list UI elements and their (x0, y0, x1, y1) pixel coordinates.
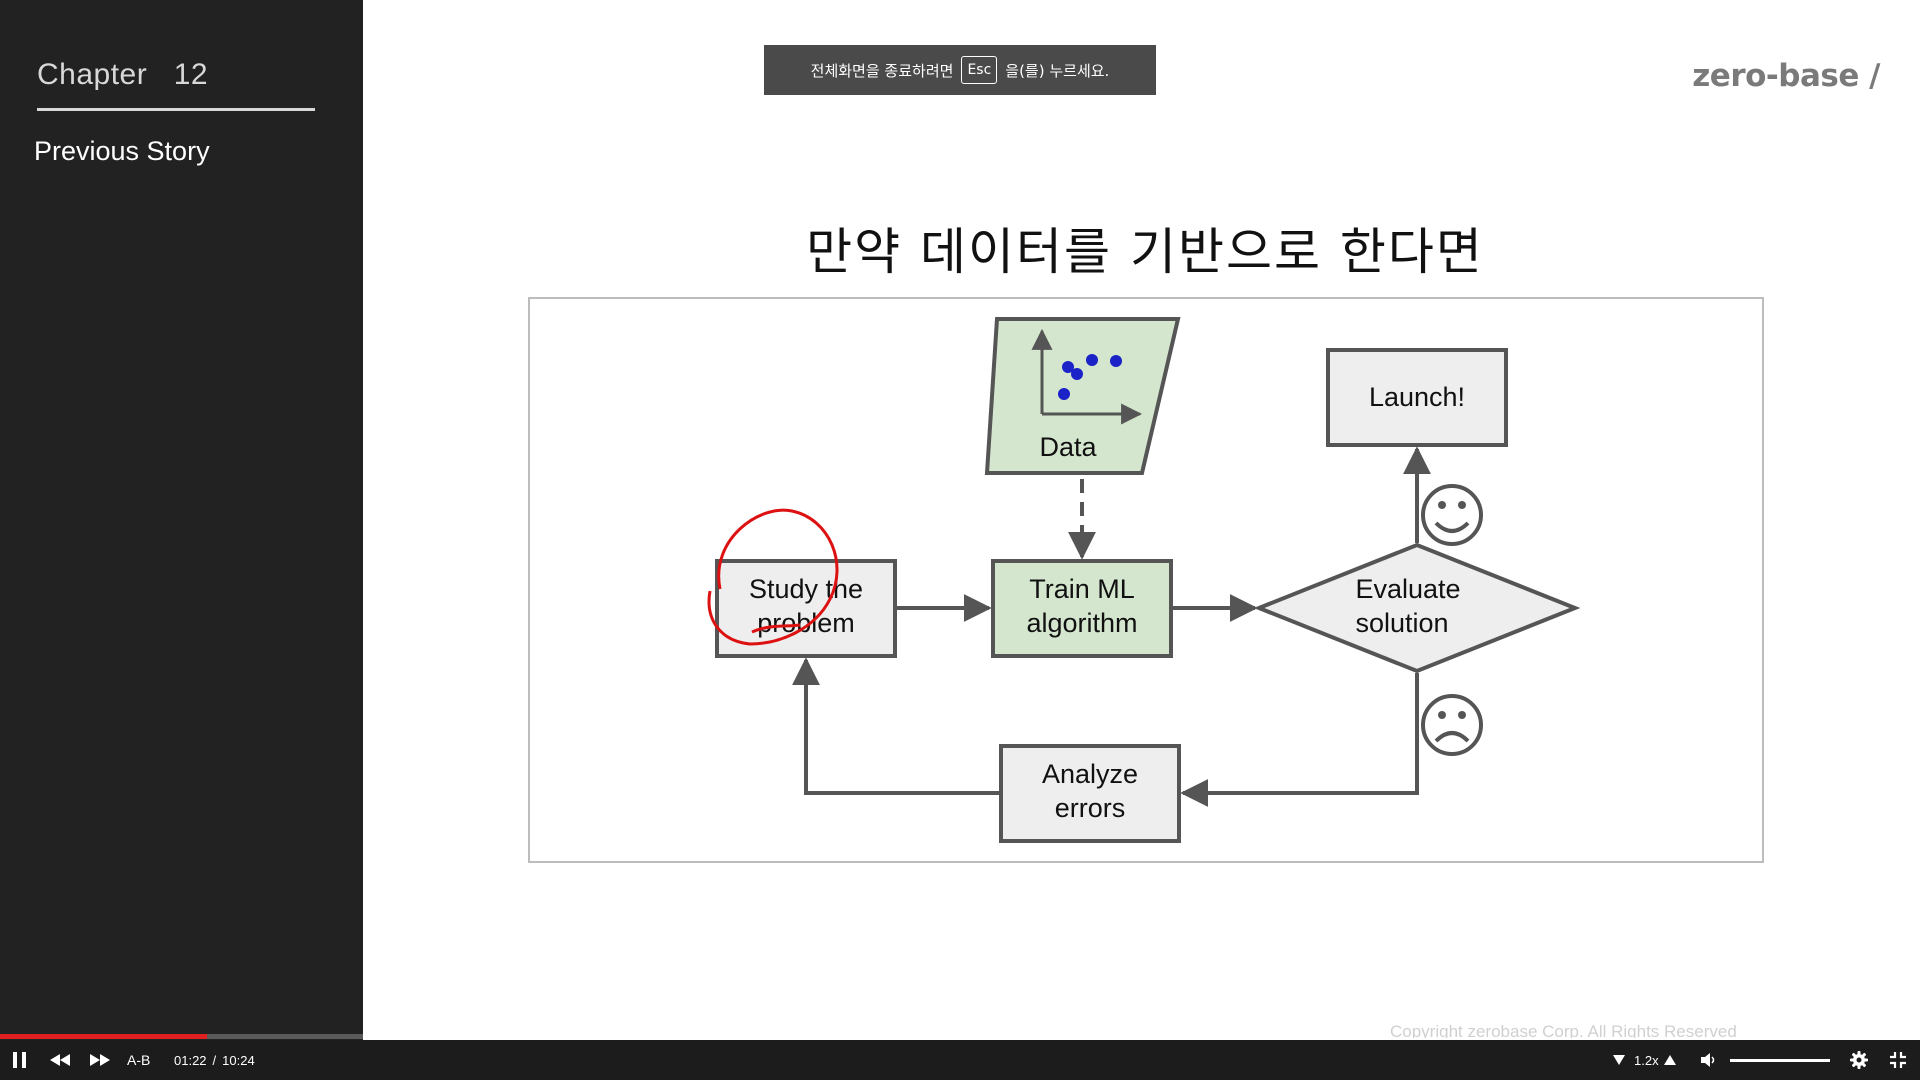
triangle-down-icon (1613, 1055, 1625, 1065)
progress-bar[interactable] (0, 1034, 363, 1039)
time-separator: / (212, 1052, 217, 1068)
exit-fullscreen-button[interactable] (1890, 1040, 1910, 1080)
playback-speed: 1.2x (1634, 1052, 1659, 1068)
evaluate-to-analyze-arrow (1180, 673, 1419, 807)
analyze-label-line2: errors (1055, 793, 1126, 823)
zero-base-logo: zero-base / (1692, 58, 1880, 94)
exit-fullscreen-icon (1890, 1052, 1906, 1068)
rewind-icon (50, 1054, 70, 1066)
train-ml-node: Train ML algorithm (991, 559, 1173, 658)
volume-button[interactable] (1701, 1040, 1721, 1080)
esc-key-badge: Esc (961, 56, 998, 84)
study-label-line2: problem (757, 608, 855, 638)
study-problem-node: Study the problem (715, 559, 897, 658)
fullscreen-exit-toast: 전체화면을 종료하려면 Esc 을(를) 누르세요. (764, 45, 1156, 95)
total-time: 10:24 (222, 1052, 255, 1068)
speed-down-button[interactable] (1613, 1040, 1627, 1080)
rewind-button[interactable] (50, 1040, 74, 1080)
time-display: 01:22 / 10:24 (174, 1040, 255, 1080)
player-controls: A-B 01:22 / 10:24 1.2x (0, 1040, 1920, 1080)
volume-slider[interactable] (1730, 1059, 1830, 1062)
train-label-line2: algorithm (1026, 608, 1137, 638)
ab-repeat-button[interactable]: A-B (127, 1052, 151, 1068)
triangle-up-icon (1664, 1055, 1676, 1065)
chapter-divider (37, 108, 315, 111)
fast-forward-icon (90, 1054, 110, 1066)
current-time: 01:22 (174, 1052, 207, 1068)
progress-fill (0, 1034, 207, 1039)
analyze-errors-node: Analyze errors (999, 744, 1181, 843)
sidebar: Chapter 12 Previous Story (0, 0, 363, 1040)
happy-face-icon (1421, 484, 1483, 546)
evaluate-solution-node: Evaluate solution (1253, 542, 1581, 674)
launch-node: Launch! (1326, 348, 1508, 447)
train-label-line1: Train ML (1029, 574, 1135, 604)
speed-up-button[interactable] (1664, 1040, 1678, 1080)
data-node: Data (984, 317, 1181, 475)
volume-icon (1701, 1053, 1715, 1067)
previous-story-link[interactable]: Previous Story (34, 136, 210, 166)
data-label: Data (1039, 432, 1097, 462)
evaluate-label-line2: solution (1355, 608, 1448, 638)
analyze-to-study-arrow (792, 657, 999, 795)
volume-fill (1730, 1059, 1830, 1062)
chapter-title: Chapter 12 (37, 58, 209, 91)
pause-icon (13, 1052, 26, 1068)
red-circle-annotation (707, 508, 839, 646)
slide-title: 만약 데이터를 기반으로 한다면 (806, 223, 1484, 281)
diagram-arrows (792, 446, 1431, 807)
copyright-notice: Copyright zerobase Corp. All Rights Rese… (1390, 1022, 1737, 1038)
toast-text-before: 전체화면을 종료하려면 (810, 61, 954, 80)
gear-icon (1850, 1051, 1868, 1069)
evaluate-label-line1: Evaluate (1355, 574, 1460, 604)
toast-text-after: 을(를) 누르세요. (1005, 61, 1110, 80)
pause-button[interactable] (12, 1040, 34, 1080)
ml-workflow-diagram: Data Launch! Study the problem Train ML … (528, 297, 1764, 863)
study-label-line1: Study the (749, 574, 863, 604)
sad-face-icon (1421, 694, 1483, 756)
launch-label: Launch! (1369, 382, 1465, 412)
fast-forward-button[interactable] (90, 1040, 114, 1080)
analyze-label-line1: Analyze (1042, 759, 1138, 789)
diagram-canvas: Data Launch! Study the problem Train ML … (707, 317, 1581, 843)
settings-button[interactable] (1850, 1040, 1870, 1080)
